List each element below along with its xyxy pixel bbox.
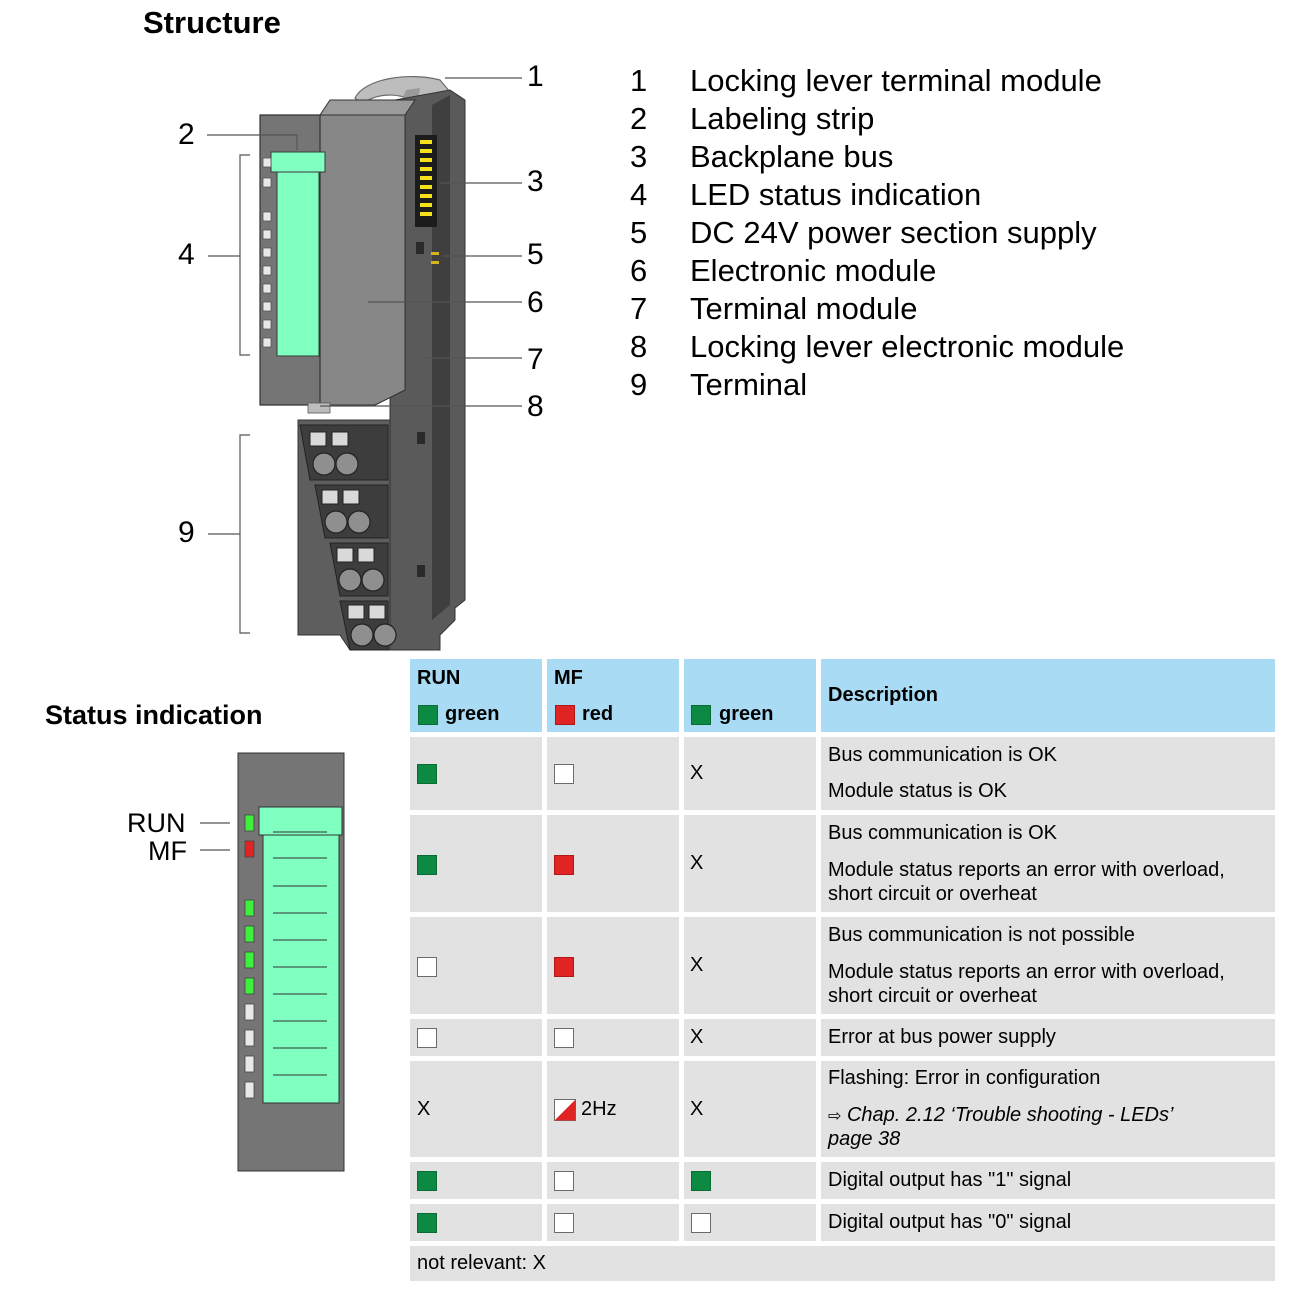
table-footnote-row: not relevant: X (410, 1246, 1275, 1281)
not-relevant-mark: X (690, 1098, 704, 1120)
callout-5: 5 (527, 238, 544, 271)
legend-text: Terminal (690, 367, 808, 402)
legend-text: Labeling strip (690, 101, 875, 136)
channel-led-green-icon (691, 1171, 711, 1191)
header-run-color: green (445, 703, 500, 725)
description-text: Bus communication is OK (828, 822, 1057, 844)
description-text: Digital output has "0" signal (828, 1211, 1072, 1233)
description-text: short circuit or overheat (828, 985, 1037, 1007)
callout-4: 4 (178, 238, 195, 271)
legend-text: Backplane bus (690, 139, 894, 174)
description-text: Bus communication is not possible (828, 924, 1135, 946)
description-text: Module status is OK (828, 780, 1007, 802)
module-illustration (207, 75, 522, 651)
legend-text: Locking lever terminal module (690, 63, 1102, 98)
run-label: RUN (127, 808, 186, 838)
mf-led-red-icon (554, 957, 574, 977)
legend-text: DC 24V power section supply (690, 215, 1097, 250)
flash-frequency: 2Hz (581, 1098, 617, 1120)
cross-reference-link[interactable]: ⇨ Chap. 2.12 ‘Trouble shooting - LEDs’ (828, 1103, 1173, 1129)
header-description: Description (821, 659, 1275, 732)
run-led-green-icon (417, 1171, 437, 1191)
footnote-text: not relevant: X (417, 1252, 546, 1274)
legend-num: 9 (630, 367, 648, 402)
header-mf: MF red (547, 659, 679, 732)
mf-led-off-icon (554, 1171, 574, 1191)
mf-led-off-icon (554, 1028, 574, 1048)
structure-title: Structure (143, 5, 281, 40)
legend-text: Terminal module (690, 291, 918, 326)
legend-num: 8 (630, 329, 648, 364)
header-run: RUN green (410, 659, 542, 732)
legend-num: 2 (630, 101, 648, 136)
callout-8: 8 (527, 390, 544, 423)
callout-3: 3 (527, 165, 544, 198)
header-description-title: Description (828, 684, 939, 706)
status-module-illustration (200, 752, 345, 1172)
run-led-green-icon (417, 1213, 437, 1233)
legend-text: Locking lever electronic module (690, 329, 1125, 364)
mf-led-red-icon (554, 855, 574, 875)
callout-6: 6 (527, 286, 544, 319)
flashing-red-led-icon (554, 1099, 576, 1121)
callout-1: 1 (527, 60, 544, 93)
cross-reference-page[interactable]: page 38 (828, 1128, 901, 1150)
not-relevant-mark: X (690, 762, 704, 784)
legend-text: Electronic module (690, 253, 937, 288)
description-text: Bus communication is OK (828, 744, 1057, 766)
header-channel: green (684, 659, 816, 732)
channel-led-off-icon (691, 1213, 711, 1233)
red-square-icon (555, 705, 575, 725)
header-mf-title: MF (554, 667, 583, 689)
link-arrow-icon: ⇨ (828, 1108, 842, 1125)
mf-led-off-icon (554, 764, 574, 784)
not-relevant-mark: X (690, 954, 704, 976)
legend-num: 1 (630, 63, 648, 98)
legend-num: 7 (630, 291, 648, 326)
legend-num: 5 (630, 215, 648, 250)
status-title: Status indication (45, 700, 263, 730)
header-run-title: RUN (417, 667, 461, 689)
not-relevant-mark: X (417, 1098, 431, 1120)
not-relevant-mark: X (690, 1026, 704, 1048)
legend-num: 4 (630, 177, 648, 212)
description-text: Flashing: Error in configuration (828, 1067, 1101, 1089)
mf-led-off-icon (554, 1213, 574, 1233)
legend-num: 3 (630, 139, 648, 174)
description-text: Error at bus power supply (828, 1026, 1056, 1048)
run-led-green-icon (417, 855, 437, 875)
mf-label: MF (148, 836, 187, 866)
not-relevant-mark: X (690, 852, 704, 874)
run-led-off-icon (417, 957, 437, 977)
callout-9: 9 (178, 516, 195, 549)
run-led-off-icon (417, 1028, 437, 1048)
callout-7: 7 (527, 343, 544, 376)
green-square-icon (418, 705, 438, 725)
description-text: Module status reports an error with over… (828, 859, 1225, 881)
legend-num: 6 (630, 253, 648, 288)
green-square-icon (691, 705, 711, 725)
cross-reference-text: Chap. 2.12 ‘Trouble shooting - LEDs’ (846, 1104, 1174, 1126)
description-text: short circuit or overheat (828, 883, 1037, 905)
callout-2: 2 (178, 118, 195, 151)
run-led-green-icon (417, 764, 437, 784)
header-mf-color: red (582, 703, 614, 725)
description-text: Digital output has "1" signal (828, 1169, 1072, 1191)
description-text: Module status reports an error with over… (828, 961, 1225, 983)
header-channel-color: green (719, 703, 774, 725)
legend-text: LED status indication (690, 177, 982, 212)
